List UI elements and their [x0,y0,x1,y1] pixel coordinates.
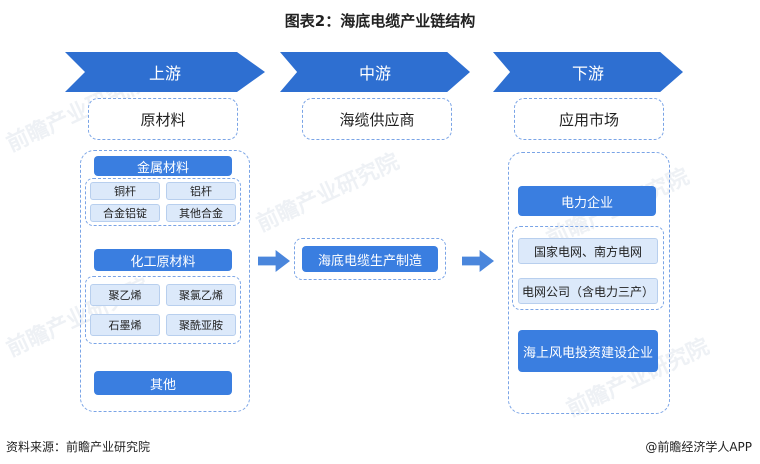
metal-item: 铝杆 [166,182,236,200]
grid-item: 电网公司（含电力三产） [518,278,658,304]
stage-upstream-label: 上游 [148,64,181,83]
metal-item: 合金铝锭 [90,204,160,222]
flow-arrow-icon [462,250,494,272]
chemical-item: 石墨烯 [90,314,160,336]
stage-downstream-label: 下游 [571,64,604,83]
stage-upstream: 上游 [65,52,265,92]
upstream-header: 原材料 [88,98,238,140]
midstream-header: 海缆供应商 [302,98,452,140]
grid-item: 国家电网、南方电网 [518,238,658,264]
chemical-item: 聚酰亚胺 [166,314,236,336]
midstream-item: 海底电缆生产制造 [302,246,438,272]
other-materials-label: 其他 [94,371,232,395]
power-enterprise-label: 电力企业 [518,186,656,216]
downstream-header: 应用市场 [514,98,664,140]
watermark: 前瞻产业研究院 [252,149,404,238]
metal-item: 铜杆 [90,182,160,200]
stage-downstream: 下游 [493,52,683,92]
flow-arrow-icon [258,250,290,272]
metal-items-group [85,178,241,226]
upstream-column [80,150,250,412]
stage-midstream: 中游 [280,52,470,92]
downstream-column [508,152,670,414]
chemical-item: 聚乙烯 [90,284,160,306]
app-credit: @前瞻经济学人APP [645,440,752,454]
metal-item: 其他合金 [166,204,236,222]
metal-materials-label: 金属材料 [94,156,232,176]
chemical-materials-label: 化工原材料 [94,249,232,271]
midstream-group [294,238,446,280]
chemical-item: 聚氯乙烯 [166,284,236,306]
figure-title: 图表2：海底电缆产业链结构 [284,12,476,30]
offshore-wind-label: 海上风电投资建设企业 [518,330,658,372]
source-note: 资料来源：前瞻产业研究院 [6,440,151,454]
grid-group [512,226,664,310]
stage-midstream-label: 中游 [358,64,391,83]
chemical-items-group [85,276,241,344]
